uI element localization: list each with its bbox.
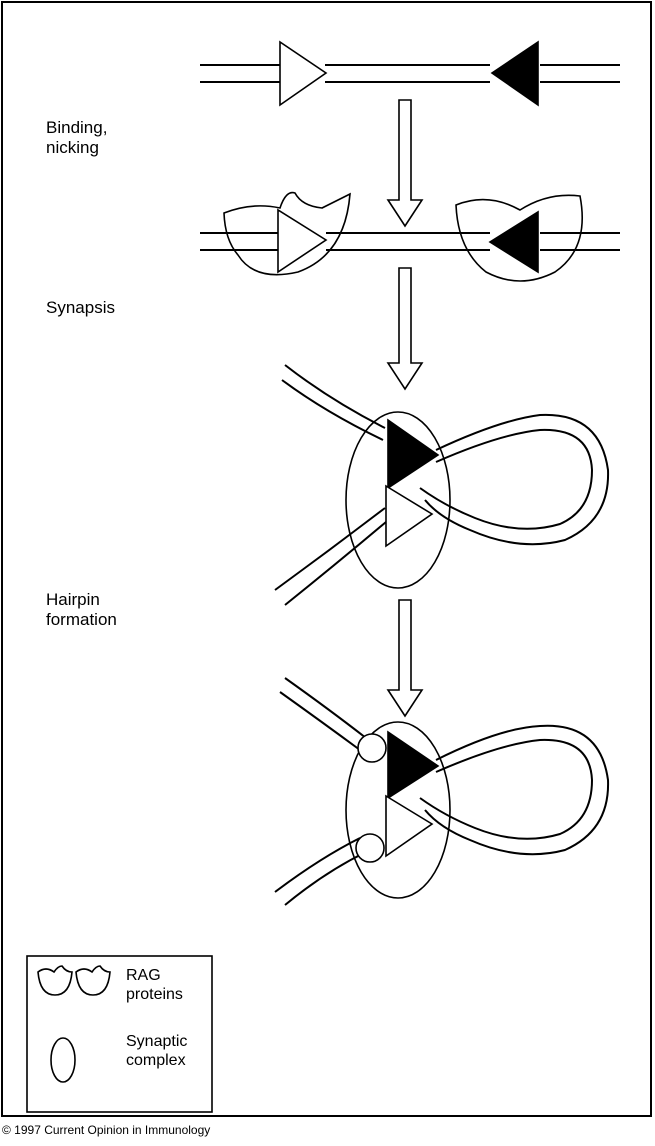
legend-synaptic-label: Synaptic complex <box>126 1032 187 1070</box>
legend-rag-text: RAG proteins <box>126 966 183 1004</box>
step-label-synapsis: Synapsis <box>46 298 115 318</box>
synaptic-legend-icon <box>51 1038 75 1082</box>
stage-synapsis <box>275 365 608 605</box>
step-label-hairpin-text: Hairpin formation <box>46 590 117 630</box>
step-label-synapsis-text: Synapsis <box>46 298 115 318</box>
hairpin-end-lower <box>356 834 384 862</box>
step-label-hairpin: Hairpin formation <box>46 590 117 630</box>
copyright-text: © 1997 Current Opinion in Immunology <box>2 1122 210 1138</box>
dna-tail-upper-4 <box>280 678 366 750</box>
rss-triangle-filled <box>492 42 538 105</box>
dna-loop-outer-3 <box>285 365 608 544</box>
hairpin-end-upper <box>358 734 386 762</box>
arrow-down-3 <box>388 600 422 716</box>
figure-border <box>2 2 651 1116</box>
legend-synaptic-text: Synaptic complex <box>126 1032 187 1070</box>
rss-triangle-open <box>280 42 326 105</box>
arrow-down-2 <box>388 268 422 389</box>
stage-hairpin <box>275 678 608 905</box>
stage-dna <box>200 42 620 105</box>
arrow-down-1 <box>388 100 422 226</box>
legend-rag-label: RAG proteins <box>126 966 183 1004</box>
dna-loop-outer-4 <box>425 726 608 854</box>
step-label-binding: Binding, nicking <box>46 118 107 158</box>
step-label-binding-text: Binding, nicking <box>46 118 107 158</box>
